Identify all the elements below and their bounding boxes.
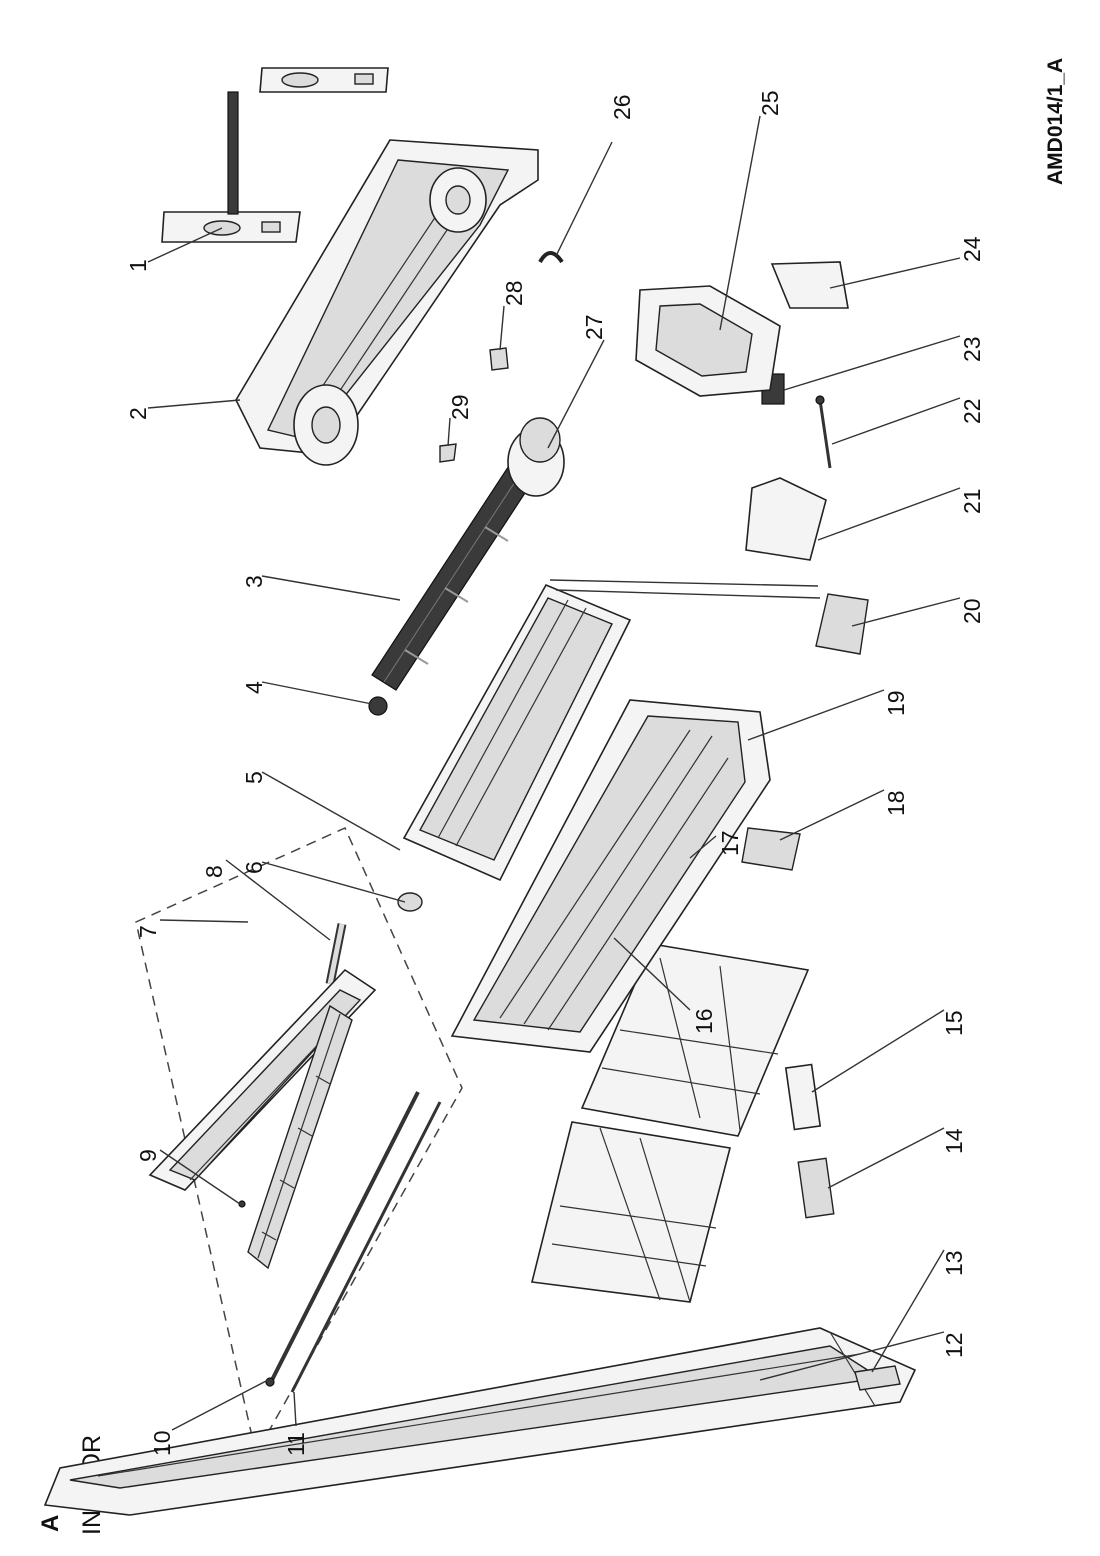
- part-10-11-link-rods: [265, 1091, 442, 1393]
- part-15-display-holder: [784, 1063, 822, 1131]
- part-22-sensor: [815, 395, 832, 469]
- callout-6: 6: [241, 861, 267, 874]
- part-25-control-box-inner: [655, 303, 753, 377]
- part-18-cover: [741, 827, 801, 871]
- part-5-evaporator: [402, 579, 821, 882]
- air-filters: [531, 943, 810, 1303]
- part-19-front-frame: [450, 699, 771, 1053]
- callout-22: 22: [959, 398, 985, 424]
- part-1-mounting-plate: [161, 67, 389, 243]
- leader-lines: [147, 115, 961, 1431]
- callout-26: 26: [609, 94, 635, 120]
- part-20-remote-control: [815, 593, 869, 655]
- drawing-code: AMD014/1_A: [1044, 58, 1067, 185]
- callout-12: 12: [941, 1332, 967, 1358]
- part-28-clamp: [489, 347, 509, 371]
- drain-pan: [148, 968, 377, 1191]
- part-29-clamp: [439, 443, 457, 463]
- callout-10: 10: [149, 1430, 175, 1456]
- part-27-fan-motor: [507, 417, 565, 497]
- callout-28: 28: [501, 280, 527, 306]
- part-21-bracket: [745, 477, 827, 561]
- callout-5: 5: [241, 771, 267, 784]
- callout-23: 23: [959, 336, 985, 362]
- callout-27: 27: [581, 314, 607, 340]
- section-letter: A: [37, 1515, 64, 1532]
- part-6-cap: [397, 892, 423, 912]
- part-14-display-board: [797, 1157, 835, 1219]
- callout-3: 3: [241, 575, 267, 588]
- part-13-display-window: [854, 1365, 901, 1391]
- part-24-cover-plate: [770, 261, 849, 309]
- callout-24: 24: [959, 236, 985, 262]
- callout-20: 20: [959, 598, 985, 624]
- callout-1: 1: [125, 259, 151, 272]
- callout-17: 17: [717, 830, 743, 856]
- part-9-louvers: [238, 1004, 353, 1270]
- part-8-drain-hose: [325, 923, 347, 985]
- callout-21: 21: [959, 488, 985, 514]
- callout-7: 7: [135, 925, 161, 938]
- callout-8: 8: [201, 865, 227, 878]
- callout-19: 19: [883, 690, 909, 716]
- callout-4: 4: [241, 681, 267, 694]
- callout-14: 14: [941, 1128, 967, 1154]
- callout-2: 2: [125, 407, 151, 420]
- callout-18: 18: [883, 790, 909, 816]
- callout-numbers: 1 2 3 4 5 6 7 8 9 10 11 12 13 14 15 16 1…: [125, 90, 985, 1456]
- part-26-clip: [538, 251, 564, 264]
- callout-16: 16: [691, 1008, 717, 1034]
- part-4-bearing: [368, 696, 388, 716]
- callout-25: 25: [757, 90, 783, 116]
- part-2-chassis: [235, 139, 539, 466]
- callout-15: 15: [941, 1010, 967, 1036]
- callout-29: 29: [447, 394, 473, 420]
- part-7-assembly-outline: [135, 827, 463, 1457]
- callout-11: 11: [283, 1432, 309, 1456]
- callout-13: 13: [941, 1250, 967, 1276]
- callout-9: 9: [135, 1149, 161, 1162]
- part-12-front-panel: [43, 1327, 917, 1516]
